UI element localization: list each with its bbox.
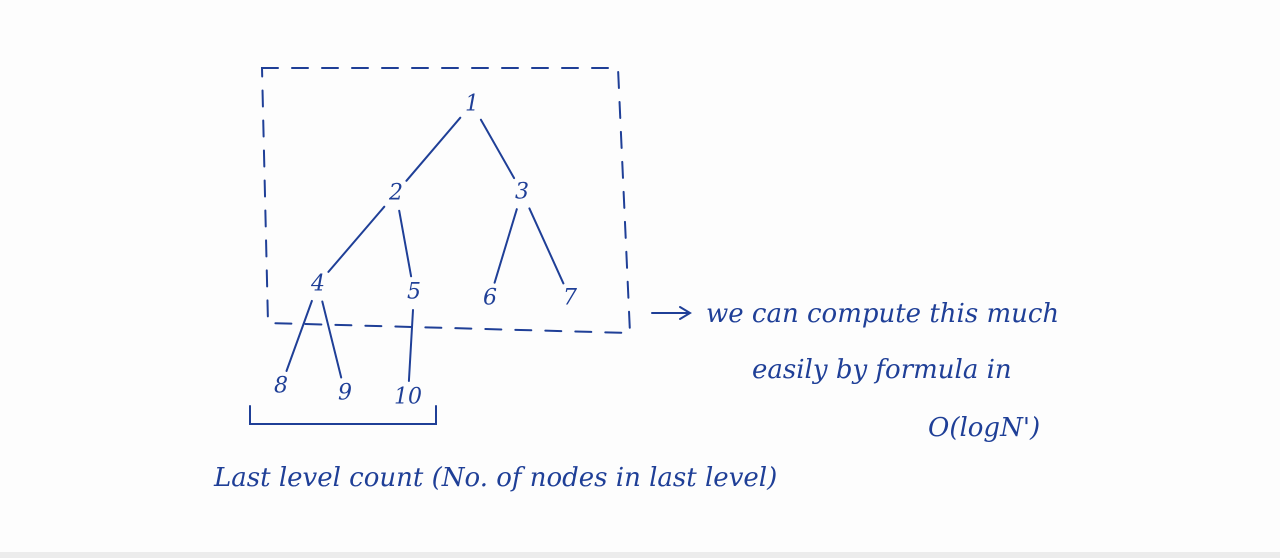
compute-note-line-2: easily by formula in bbox=[752, 355, 1012, 385]
node-7-label: 7 bbox=[563, 286, 577, 311]
edge-4-8 bbox=[285, 299, 313, 372]
node-10-label: 10 bbox=[394, 385, 422, 410]
compute-note-line-3: O(logN') bbox=[928, 413, 1040, 443]
tree-edges bbox=[285, 116, 565, 382]
node-5-label: 5 bbox=[407, 280, 421, 305]
node-9-label: 9 bbox=[338, 381, 352, 406]
node-2-label: 2 bbox=[388, 181, 403, 206]
edge-1-3 bbox=[479, 118, 516, 180]
bottom-edge bbox=[0, 552, 1280, 558]
node-8-label: 8 bbox=[274, 374, 288, 399]
edge-1-2 bbox=[405, 116, 462, 182]
edge-2-4 bbox=[327, 205, 386, 273]
node-1-label: 1 bbox=[465, 92, 479, 117]
edge-2-5 bbox=[398, 209, 413, 278]
edge-3-6 bbox=[493, 208, 518, 284]
compute-note-line-1: we can compute this much bbox=[706, 299, 1059, 329]
node-3-label: 3 bbox=[515, 180, 529, 205]
arrow-head-icon bbox=[679, 306, 692, 320]
edge-3-7 bbox=[528, 207, 565, 285]
node-4-label: 4 bbox=[310, 272, 325, 297]
node-6-label: 6 bbox=[483, 286, 497, 311]
edge-4-9 bbox=[321, 300, 343, 379]
last-level-bracket bbox=[249, 405, 437, 425]
last-level-caption: Last level count (No. of nodes in last l… bbox=[213, 463, 777, 493]
edge-5-10 bbox=[407, 309, 414, 382]
